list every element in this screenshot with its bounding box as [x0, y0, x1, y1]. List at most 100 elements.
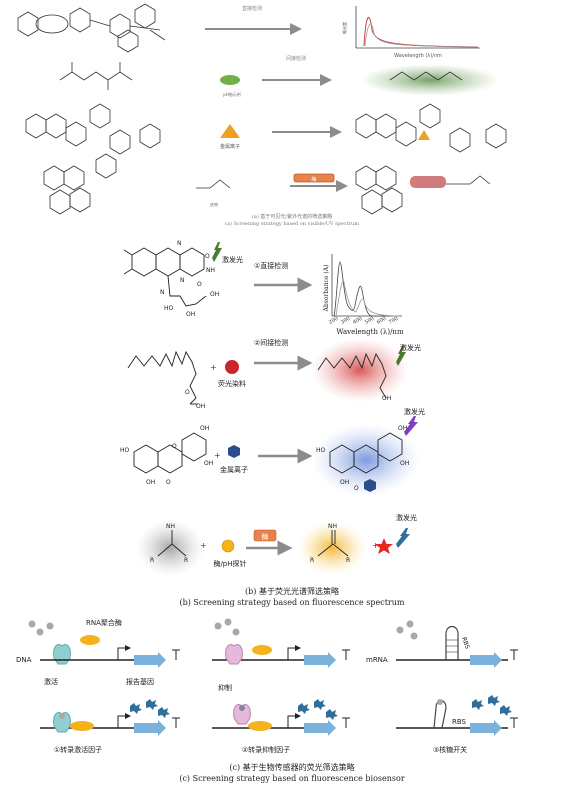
a-label-metal: 金属离子	[220, 143, 240, 150]
svg-text:NH: NH	[206, 267, 215, 274]
b-direct-label: ①直接检测	[254, 261, 288, 270]
b-plus-1: +	[210, 363, 217, 372]
c-caption-cn: (c) 基于生物传感器的荧光筛选策略	[229, 762, 354, 772]
a-molecule-4	[43, 153, 117, 215]
a-substrate-1	[196, 179, 231, 189]
b-fatty-acid-2	[317, 352, 387, 399]
svg-text:OH: OH	[210, 291, 219, 298]
svg-text:OH: OH	[204, 460, 213, 467]
b-gray-glow	[136, 520, 204, 576]
b-xtick: 200	[328, 316, 339, 326]
svg-text:NH: NH	[166, 523, 175, 530]
b-excitation-bolt-2	[396, 346, 406, 366]
a-uv-spectrum	[355, 6, 480, 49]
svg-text:OH: OH	[186, 311, 195, 318]
a-label-direct: 直接检测	[242, 5, 262, 12]
b-enzyme-label: 酶	[262, 532, 269, 541]
b-plus-2: +	[214, 451, 221, 460]
b-excitation-bolt-3	[404, 416, 418, 436]
b-blue-glow	[312, 424, 420, 496]
b-acid-o-1: O	[185, 389, 190, 396]
b-yellow-glow	[298, 522, 366, 574]
a-ph-indicator-ellipse	[220, 75, 240, 85]
svg-text:R: R	[346, 557, 350, 564]
b-excitation-4: 激发光	[396, 513, 417, 522]
b-spectrum-ylabel: Absorbance (A)	[323, 265, 330, 313]
c-activator-caption: ①转录激活因子	[54, 745, 102, 754]
b-red-glow	[312, 338, 408, 402]
b-metal-hexagon	[228, 445, 240, 458]
a-molecule-3-product	[355, 103, 507, 153]
svg-text:O: O	[172, 443, 177, 450]
b-xtick: 600	[376, 316, 387, 326]
b-excitation-3: 激发光	[404, 407, 425, 416]
b-acid-oh-1: OH	[196, 403, 205, 410]
c-dna-label: DNA	[16, 656, 32, 664]
c-riboswitch-caption: ③核糖开关	[433, 745, 467, 754]
b-amine-labels: NH R R	[150, 523, 188, 564]
b-acid-oh-2: OH	[382, 395, 391, 402]
svg-text:O: O	[205, 253, 210, 260]
b-excitation-1: 激发光	[222, 255, 243, 264]
c-riboswitch-bottom	[396, 695, 518, 736]
svg-text:HO: HO	[164, 305, 174, 312]
c-repress-label: 抑制	[218, 683, 232, 692]
a-enzyme-box	[293, 173, 335, 183]
svg-text:R: R	[184, 557, 188, 564]
b-probe-circle	[221, 539, 235, 553]
svg-text:N: N	[180, 277, 185, 284]
a-molecule-3	[25, 103, 161, 155]
b-flavin-molecule	[123, 247, 207, 307]
b-dye-label: 荧光染料	[218, 379, 246, 388]
a-uv-ylabel: 吸光度	[341, 22, 347, 34]
a-caption-cn: (a) 基于可见光/紫外光谱的筛选策略	[252, 213, 332, 220]
svg-text:HO: HO	[120, 447, 130, 454]
b-excitation-bolt-1	[212, 242, 222, 262]
svg-text:NH: NH	[328, 523, 337, 530]
a-caption-en: (a) Screening strategy based on visible/…	[225, 220, 359, 227]
b-probe-label: 酶/pH探针	[213, 559, 246, 568]
b-metal-hexagon-bound	[364, 479, 376, 492]
b-xtick: 300	[340, 316, 351, 326]
b-excitation-bolt-4	[396, 528, 410, 548]
b-xtick: 700	[388, 316, 399, 326]
c-repressor-caption: ②转录抑制因子	[242, 745, 290, 754]
b-xtick: 500	[364, 316, 375, 326]
svg-text:R: R	[150, 557, 154, 564]
svg-text:OH: OH	[200, 425, 209, 432]
b-imine-molecule	[317, 530, 349, 557]
a-molecule-1	[17, 3, 166, 53]
svg-text:HO: HO	[316, 447, 326, 454]
b-caption-en: (b) Screening strategy based on fluoresc…	[180, 598, 405, 607]
svg-text:OH: OH	[398, 425, 407, 432]
b-absorbance-spectrum	[331, 254, 402, 317]
b-metal-label: 金属离子	[220, 465, 248, 474]
a-succinate-2	[389, 71, 463, 81]
b-red-star	[375, 538, 393, 554]
b-plus-3: +	[200, 541, 207, 550]
b-amine-molecule	[157, 530, 187, 557]
b-flavonoid-2	[329, 432, 403, 474]
b-indirect-label: ②间接检测	[254, 338, 288, 347]
c-rbs-label-top: RBS	[460, 636, 471, 650]
svg-text:OH: OH	[340, 479, 349, 486]
c-caption-en: (c) Screening strategy based on fluoresc…	[179, 774, 405, 783]
svg-text:R: R	[310, 557, 314, 564]
svg-text:N: N	[160, 289, 165, 296]
a-metal-ion-triangle	[220, 124, 240, 138]
a-label-indirect: 间接检测	[286, 55, 306, 62]
a-green-glow	[360, 64, 500, 96]
a-succinate-1	[59, 62, 133, 90]
b-fatty-acid-1	[127, 350, 198, 405]
panel-a	[17, 3, 507, 215]
c-rbs-label-bottom: RBS	[452, 718, 467, 726]
c-repressor-top	[212, 618, 350, 668]
a-label-ph: pH指示剂	[223, 91, 241, 97]
svg-text:OH: OH	[146, 479, 155, 486]
svg-text:O: O	[197, 281, 202, 288]
b-xtick: 400	[352, 316, 363, 326]
c-activator-top	[28, 620, 180, 668]
